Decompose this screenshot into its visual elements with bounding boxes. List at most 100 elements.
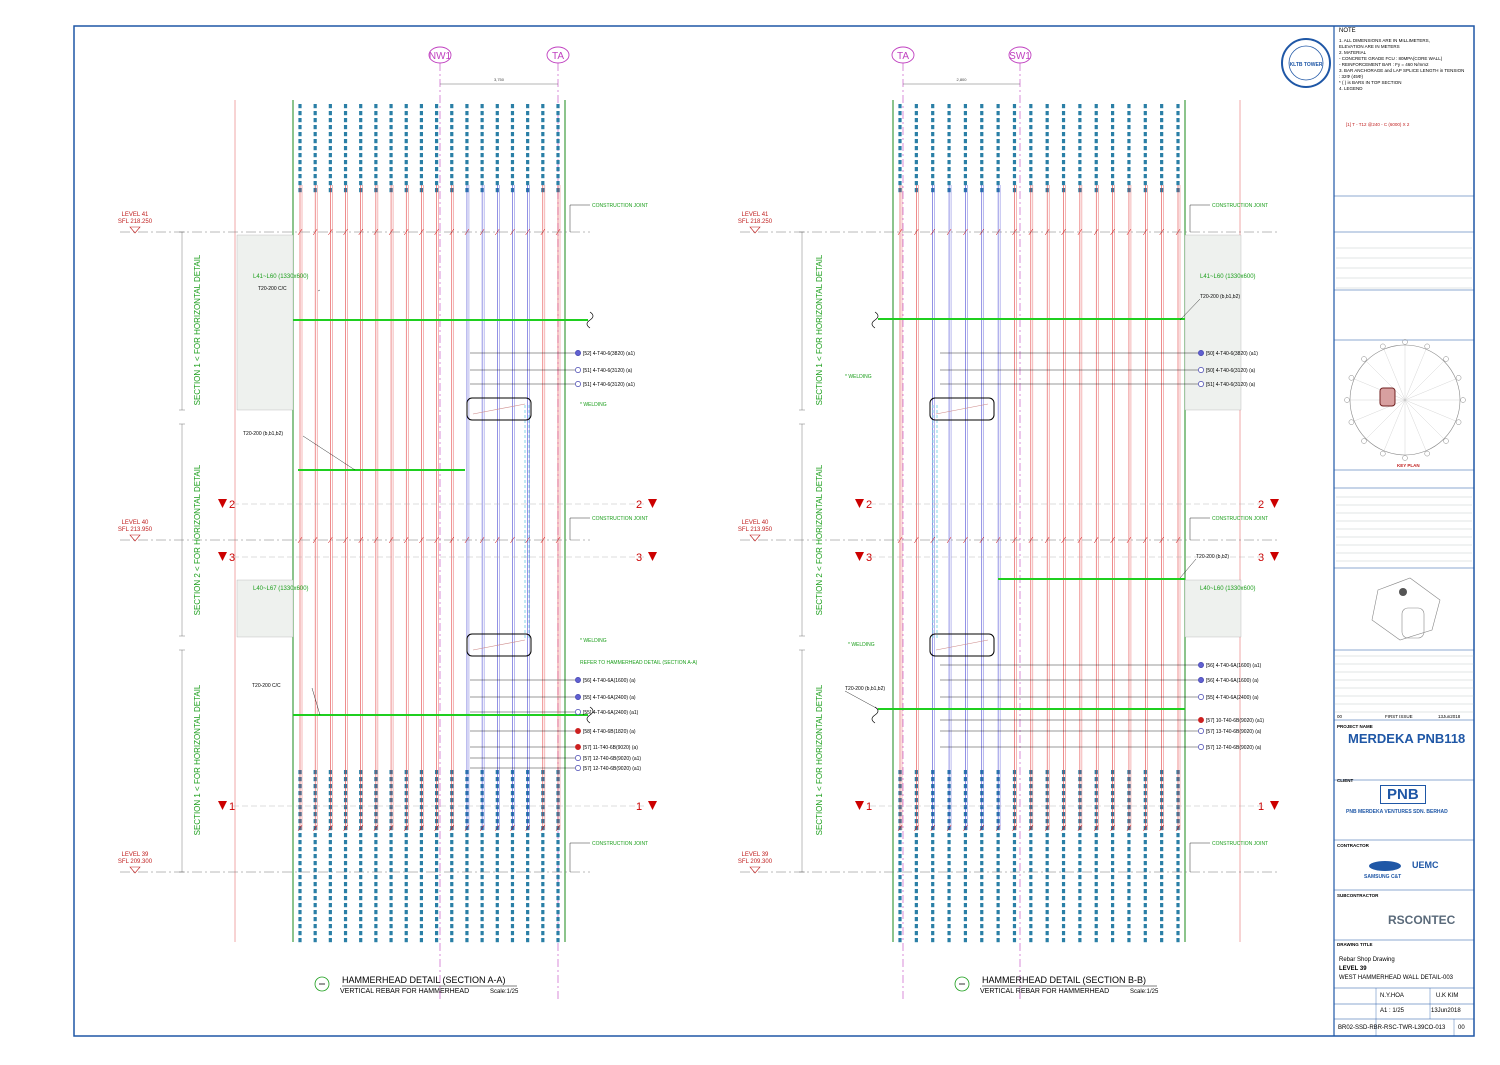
rebar-dot — [1176, 160, 1180, 165]
rebar-dot — [359, 146, 363, 151]
rebar-dot — [898, 167, 902, 172]
rebar-dot — [1110, 132, 1115, 137]
rebar-dot — [541, 882, 545, 887]
client-label: CLIENT — [1337, 778, 1354, 783]
rebar-tick — [1061, 536, 1066, 544]
rebar-dot — [914, 840, 918, 845]
rebar-dot — [343, 938, 348, 943]
t20-label: T20-200 (b,b1,b2) — [243, 431, 283, 437]
rebar-dot — [465, 146, 469, 151]
rebar-dot — [1029, 125, 1033, 130]
rebar-dot — [450, 931, 454, 936]
bar-mark-label: [56] 4-T40-6A(1600) (a) — [583, 678, 636, 684]
rebar-dot — [298, 903, 302, 908]
rebar-dot — [931, 868, 935, 873]
rebar-dot — [1176, 938, 1180, 943]
rebar-dot — [495, 146, 499, 151]
rebar-dot — [1078, 861, 1082, 866]
rebar-dot — [1012, 931, 1017, 936]
rebar-tick — [297, 824, 303, 832]
rebar-dot — [1176, 917, 1180, 922]
rebar-dot — [1160, 111, 1164, 116]
t20-leader — [844, 690, 879, 710]
rebar-dot — [1061, 917, 1066, 922]
rebar-dot — [1094, 896, 1098, 901]
rebar-dot — [947, 938, 951, 943]
detail-scale: Scale:1/25 — [490, 989, 519, 995]
rebar-dot — [526, 896, 530, 901]
rebar-tick — [1061, 824, 1066, 832]
rebar-dot — [1160, 917, 1164, 922]
rebar-dot — [996, 847, 1000, 852]
rebar-dot — [1078, 896, 1082, 901]
rebar-dot — [947, 181, 951, 186]
rebar-dot — [374, 938, 378, 943]
rebar-dot — [1176, 910, 1180, 915]
rebar-dot — [963, 854, 968, 859]
rebar-dot — [1143, 153, 1147, 158]
section-marker-triangle — [648, 801, 657, 810]
rebar-dot — [313, 924, 317, 929]
rebar-dot — [450, 861, 454, 866]
rebar-dot — [1143, 132, 1147, 137]
rebar-dot — [931, 118, 935, 123]
rebar-dot — [404, 896, 408, 901]
rebar-dot — [480, 139, 484, 144]
rebar-dot — [980, 896, 984, 901]
rebar-dot — [374, 924, 378, 929]
rebar-dot — [1127, 167, 1131, 172]
rebar-dot — [359, 896, 363, 901]
rebar-dot — [1061, 889, 1066, 894]
level-name: LEVEL 39 — [122, 852, 149, 858]
rebar-dot — [419, 882, 424, 887]
rebar-dot — [510, 118, 515, 123]
rebar-dot — [450, 840, 454, 845]
rebar-dot — [556, 896, 560, 901]
bar-mark-circle — [575, 381, 581, 387]
rebar-dot — [359, 875, 363, 880]
bar-mark-label: [55] 4-T40-6A(2400) (a) — [583, 695, 636, 701]
rebar-dot — [374, 896, 378, 901]
rebar-dot — [465, 938, 469, 943]
rebar-dot — [1078, 931, 1082, 936]
rebar-dot — [996, 111, 1000, 116]
rebar-dot — [1012, 167, 1017, 172]
rebar-dot — [1061, 104, 1066, 109]
rebar-dot — [480, 146, 484, 151]
key-plan-ray — [1354, 378, 1406, 401]
rebar-dot — [374, 882, 378, 887]
rebar-dot — [450, 153, 454, 158]
t20-label: T20-200 (b,b1,b2) — [1200, 294, 1240, 300]
rebar-dot — [1029, 861, 1033, 866]
grid-dimension: 3,750 — [494, 77, 505, 82]
rebar-dot — [1094, 174, 1098, 179]
rebar-dot — [996, 167, 1000, 172]
rebar-dot — [541, 840, 545, 845]
rebar-dot — [298, 896, 302, 901]
rebar-dot — [298, 104, 302, 109]
rebar-dot — [963, 896, 968, 901]
level-marker — [749, 866, 761, 874]
break-symbol — [586, 311, 594, 329]
rebar-dot — [1012, 875, 1017, 880]
rebar-dot — [434, 854, 439, 859]
rebar-dot — [1143, 125, 1147, 130]
rebar-dot — [328, 132, 332, 137]
rebar-dot — [1176, 889, 1180, 894]
rebar-dot — [359, 125, 363, 130]
rebar-dot — [914, 104, 918, 109]
rebar-dot — [313, 153, 317, 158]
client-logo: PNB — [1380, 785, 1426, 804]
rebar-dot — [419, 903, 424, 908]
rebar-dot — [541, 111, 545, 116]
rebar-dot — [343, 132, 348, 137]
rebar-dot — [419, 167, 424, 172]
rebar-dot — [1160, 132, 1164, 137]
rebar-tick — [343, 824, 348, 832]
welding-label: * WELDING — [848, 642, 875, 648]
bar-mark-label: [56] 4-T40-6A(1600) (a1) — [1206, 663, 1262, 669]
rebar-dot — [313, 931, 317, 936]
rebar-dot — [556, 181, 560, 186]
section-label: SECTION 2 < FOR HORIZONTAL DETAIL — [193, 464, 202, 615]
level-sfl: SFL 209.300 — [738, 859, 773, 865]
